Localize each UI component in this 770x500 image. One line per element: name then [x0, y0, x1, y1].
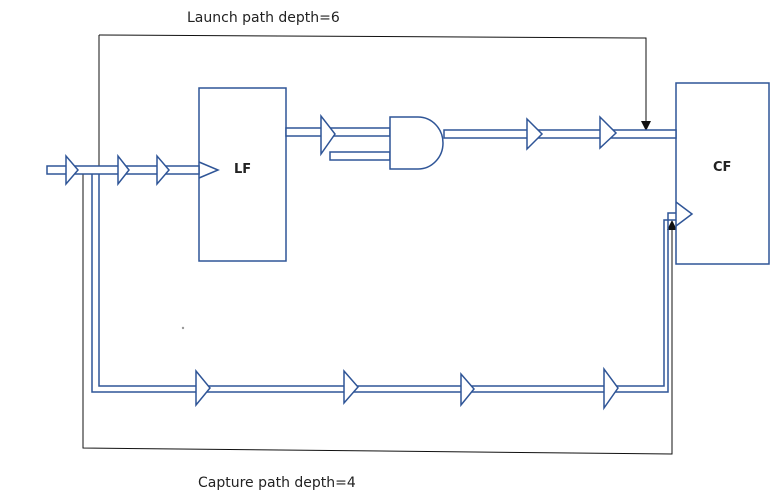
lf-label: LF: [234, 162, 252, 177]
stray-dot: [181, 326, 185, 330]
cf-clock-icon: [675, 201, 694, 227]
launch-path-label: Launch path depth=6: [187, 10, 340, 26]
and-input-2-wire: [329, 151, 391, 161]
capture-path-line: [82, 168, 673, 455]
launch-path-line: [98, 34, 647, 127]
data-buffer-3-icon: [599, 115, 618, 150]
cf-flipflop: [675, 82, 770, 265]
capture-clock-wire-inner: [98, 174, 676, 387]
clock-buffer-2-icon: [117, 153, 130, 187]
capture-path-label: Capture path depth=4: [198, 475, 356, 491]
clock-buffer-1-icon: [65, 153, 79, 187]
data-buffer-2-icon: [526, 117, 544, 151]
cf-label: CF: [713, 160, 732, 175]
capture-buffer-2-icon: [343, 369, 359, 405]
data-buffer-1-icon: [320, 113, 336, 157]
lf-output-wire: [285, 127, 391, 137]
capture-buffer-3-icon: [460, 371, 475, 408]
lf-clock-icon: [198, 161, 220, 179]
and-gate-icon: [389, 116, 444, 170]
and-output-wire: [443, 129, 677, 139]
capture-buffer-1-icon: [195, 368, 211, 408]
capture-clock-wire-outer: [91, 174, 676, 393]
capture-buffer-4-icon: [603, 366, 619, 411]
lf-flipflop: [198, 87, 287, 262]
clock-buffer-3-icon: [156, 153, 170, 187]
capture-arrowhead-icon: [667, 220, 677, 230]
launch-arrowhead-icon: [641, 121, 651, 131]
